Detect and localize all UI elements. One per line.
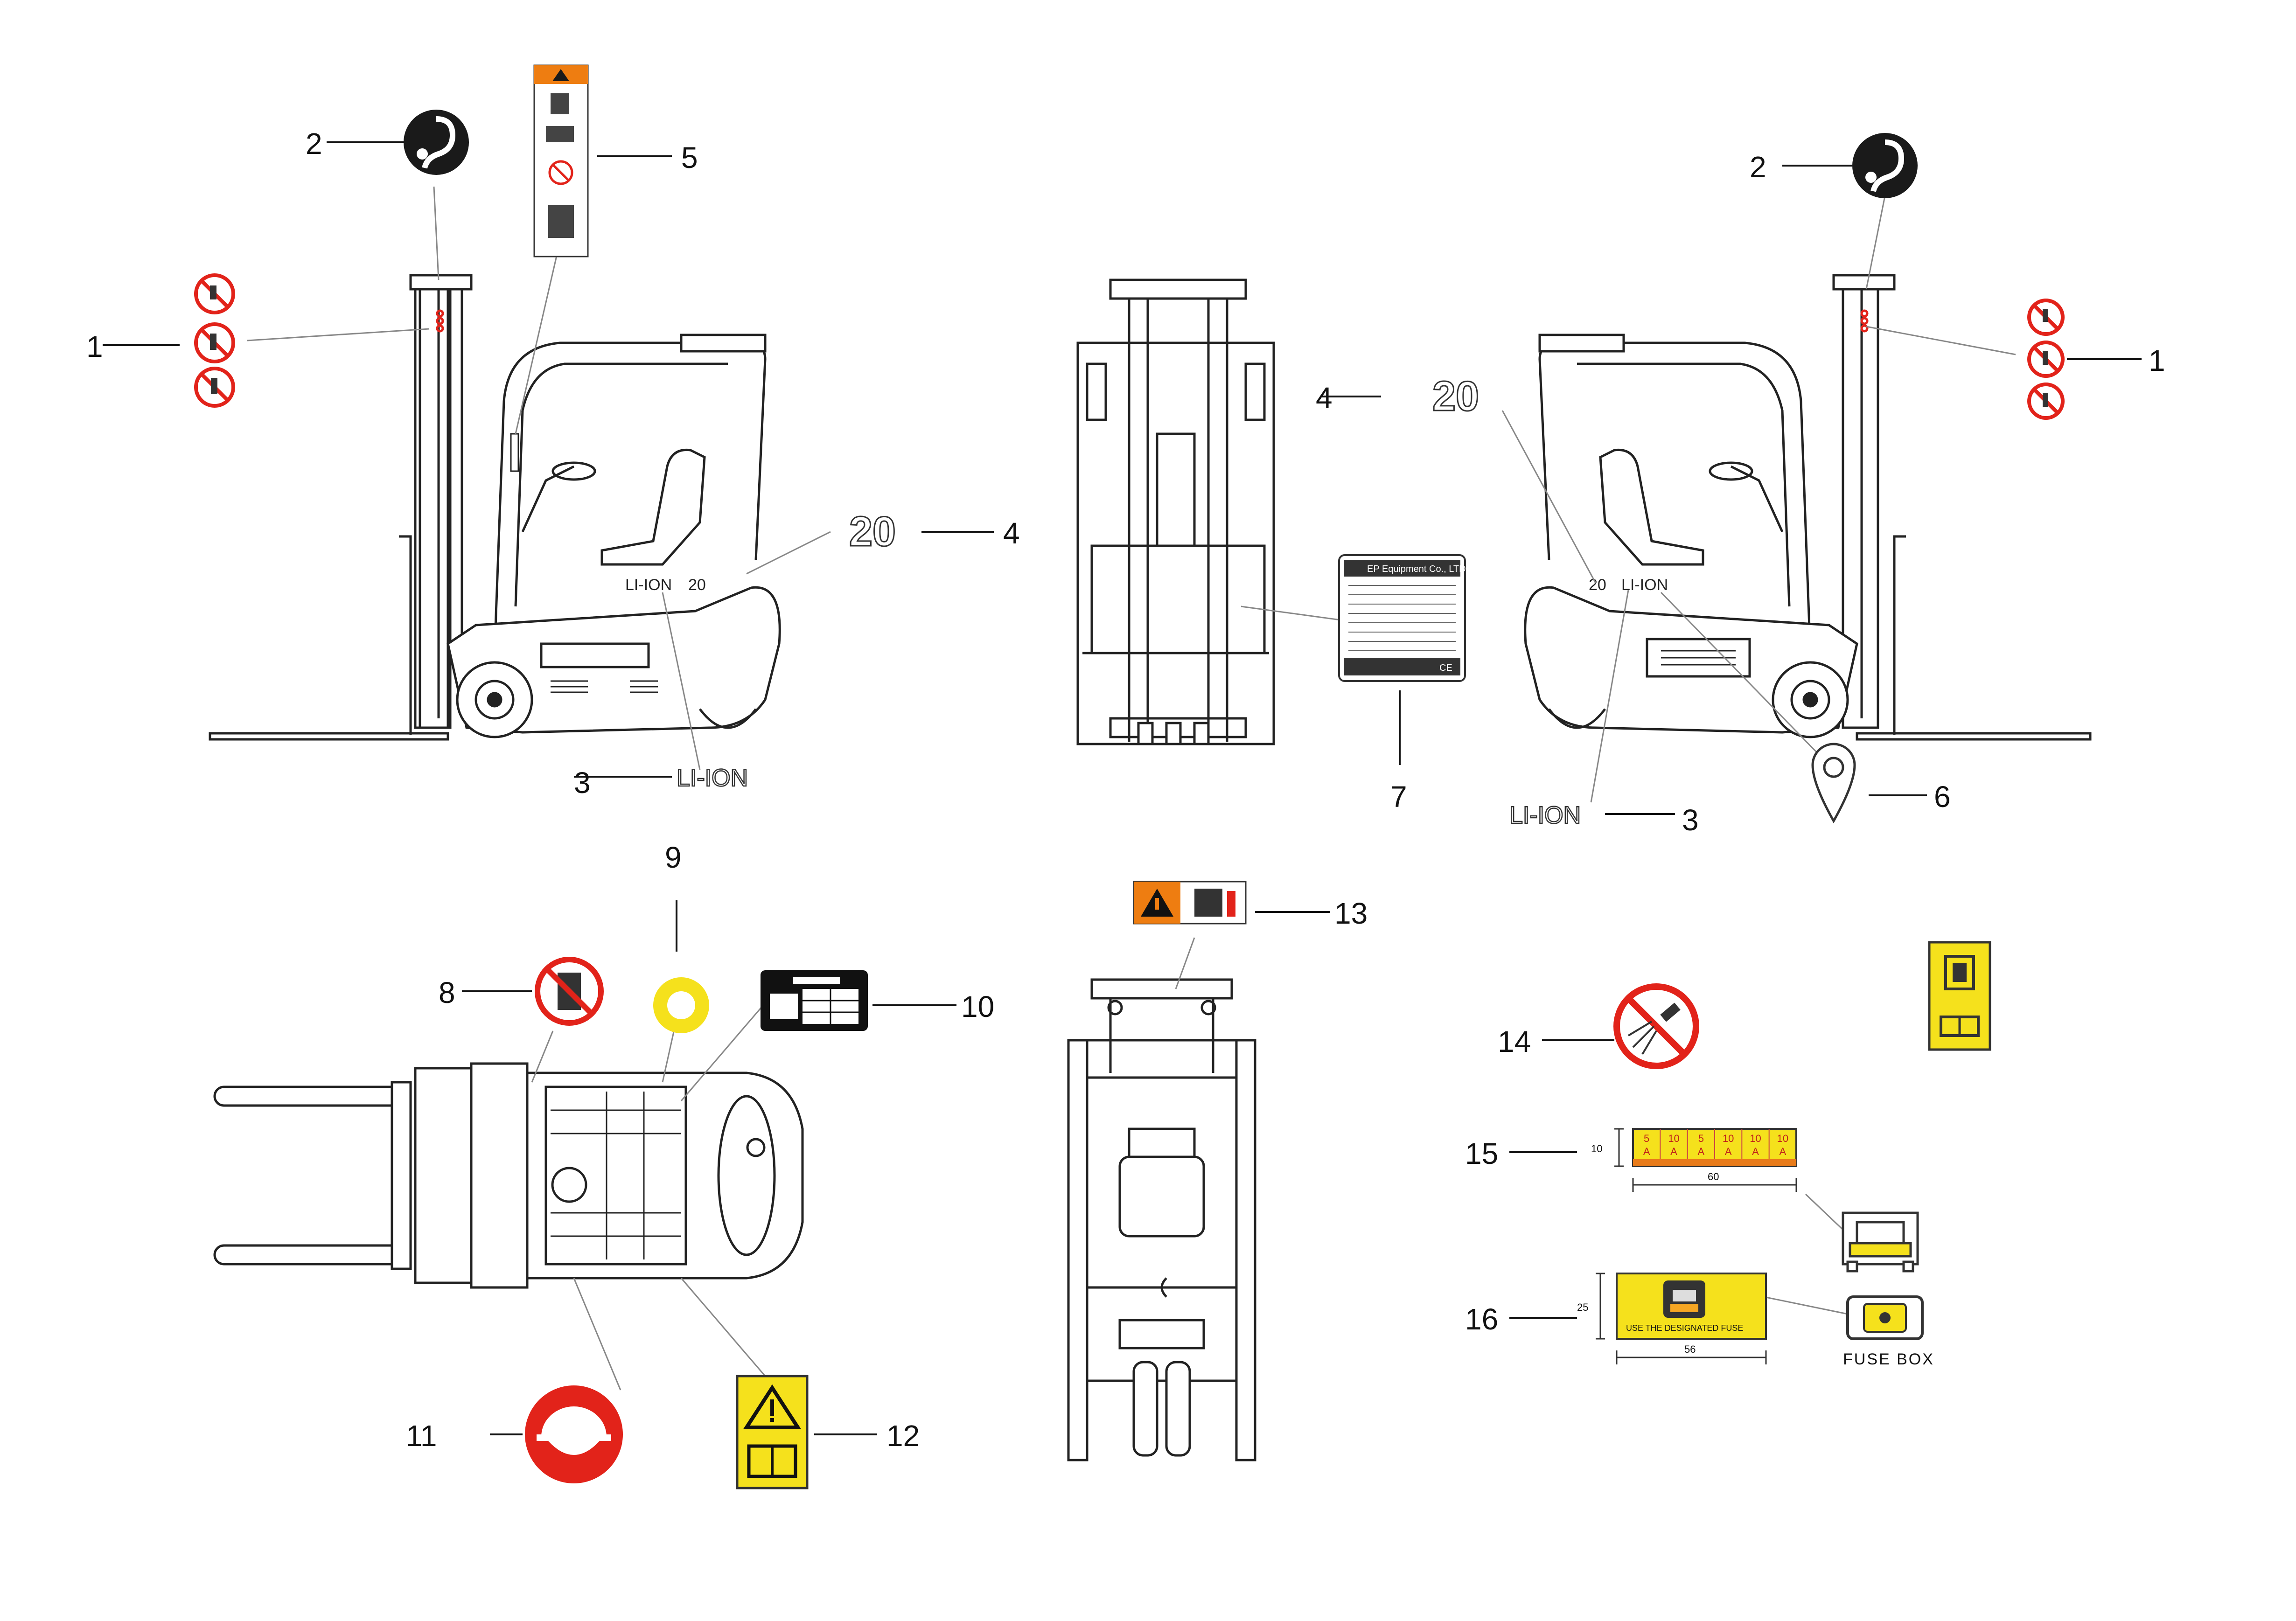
callout-13: 13	[1334, 897, 1368, 930]
leader-lines	[247, 186, 2016, 1391]
no-riding-on-forks-icon	[2027, 341, 2065, 378]
fuse-amp-unit: A	[1752, 1146, 1759, 1157]
nameplate-brand-text: EP Equipment Co., LTD.	[1367, 564, 1468, 574]
hook-icon	[404, 110, 469, 175]
fuse-amp-unit: A	[1643, 1146, 1650, 1157]
hand-crush-warning-label	[1133, 881, 1247, 925]
decal-model-on-left-body: 20	[688, 576, 706, 594]
forklift-front-view	[1067, 978, 1256, 1461]
callout-14: 14	[1498, 1025, 1531, 1058]
fuse-amp-rating: 10	[1723, 1133, 1734, 1144]
callout-7: 7	[1390, 780, 1407, 814]
callout-12: 12	[886, 1419, 920, 1453]
nameplate-label: EP Equipment Co., LTD. CE	[1338, 554, 1468, 682]
callout-15: 15	[1465, 1137, 1498, 1170]
wear-helmet-icon	[525, 1385, 623, 1483]
lithium-ion-decal: LI-ION	[1509, 802, 1581, 829]
callout-1-left: 1	[86, 330, 103, 363]
charging-port-icon	[1811, 743, 1856, 824]
fuse-amp-unit: A	[1725, 1146, 1732, 1157]
callout-5: 5	[681, 141, 698, 174]
no-passengers-icon	[2027, 383, 2065, 420]
label16-width-dimension: 56	[1684, 1343, 1696, 1355]
read-manual-warning-label	[736, 1375, 809, 1489]
forklift-rear-view	[1076, 278, 1275, 745]
fuse-box-icon	[1846, 1295, 1924, 1340]
label16-height-dimension: 25	[1577, 1301, 1588, 1313]
forklift-right-side-view	[1524, 274, 2092, 741]
callout-2-left: 2	[306, 127, 322, 160]
callout-4-mid: 4	[1316, 381, 1333, 415]
hook-icon	[1852, 133, 1918, 198]
no-riding-on-forks-icon	[194, 322, 235, 363]
operation-warning-strip-label	[533, 64, 589, 257]
callout-10: 10	[961, 990, 994, 1023]
label15-height-dimension: 10	[1591, 1143, 1602, 1155]
callout-4-left: 4	[1003, 516, 1020, 550]
designated-fuse-label: USE THE DESIGNATED FUSE 25 56	[1577, 1273, 1767, 1364]
callout-2-right: 2	[1750, 150, 1766, 184]
callout-8: 8	[439, 976, 455, 1009]
model-number-decal: 20	[849, 508, 896, 555]
label15-width-dimension: 60	[1708, 1171, 1719, 1183]
fuse-amp-rating: 10	[1750, 1133, 1761, 1144]
fuse-box-top-drawing	[1842, 1211, 1919, 1273]
callout-3-right: 3	[1682, 803, 1699, 837]
forklift-top-view	[213, 1062, 804, 1289]
yellow-ring-label	[653, 977, 709, 1033]
decal-lithium-on-right-body: LI-ION	[1621, 576, 1668, 594]
lithium-ion-decal: LI-ION	[677, 765, 748, 792]
fuse-sticker-text: USE THE DESIGNATED FUSE	[1626, 1323, 1743, 1333]
callout-3-left: 3	[574, 766, 591, 800]
callout-11: 11	[406, 1419, 437, 1453]
callout-9: 9	[665, 841, 682, 874]
decal-lithium-on-left-body: LI-ION	[625, 576, 672, 594]
no-standing-under-forks-icon	[194, 273, 235, 314]
fuse-amp-rating: 5	[1644, 1133, 1649, 1144]
fuse-amp-rating: 10	[1668, 1133, 1679, 1144]
fuse-amp-rating: 5	[1698, 1133, 1704, 1144]
fuse-amp-unit: A	[1670, 1146, 1677, 1157]
callout-16: 16	[1465, 1302, 1498, 1336]
nameplate-ce-mark: CE	[1439, 663, 1452, 673]
callout-6: 6	[1934, 780, 1951, 814]
fuse-amp-rating: 10	[1777, 1133, 1788, 1144]
display-panel-label	[761, 970, 868, 1031]
forklift-left-side-view	[209, 274, 781, 741]
fuse-amp-unit: A	[1779, 1146, 1786, 1157]
callout-leaders	[103, 141, 2142, 1435]
decal-model-on-right-body: 20	[1589, 576, 1606, 594]
fuse-amp-unit: A	[1697, 1146, 1704, 1157]
no-water-spray-icon	[1613, 983, 1699, 1069]
no-passengers-icon	[194, 367, 235, 408]
callout-1-right: 1	[2149, 344, 2165, 377]
fuse-box-caption: FUSE BOX	[1843, 1350, 1934, 1368]
battery-manual-label	[1928, 941, 1991, 1051]
no-use-phone-icon	[535, 957, 604, 1026]
no-standing-under-forks-icon	[2027, 299, 2065, 336]
model-number-decal: 20	[1432, 373, 1479, 420]
